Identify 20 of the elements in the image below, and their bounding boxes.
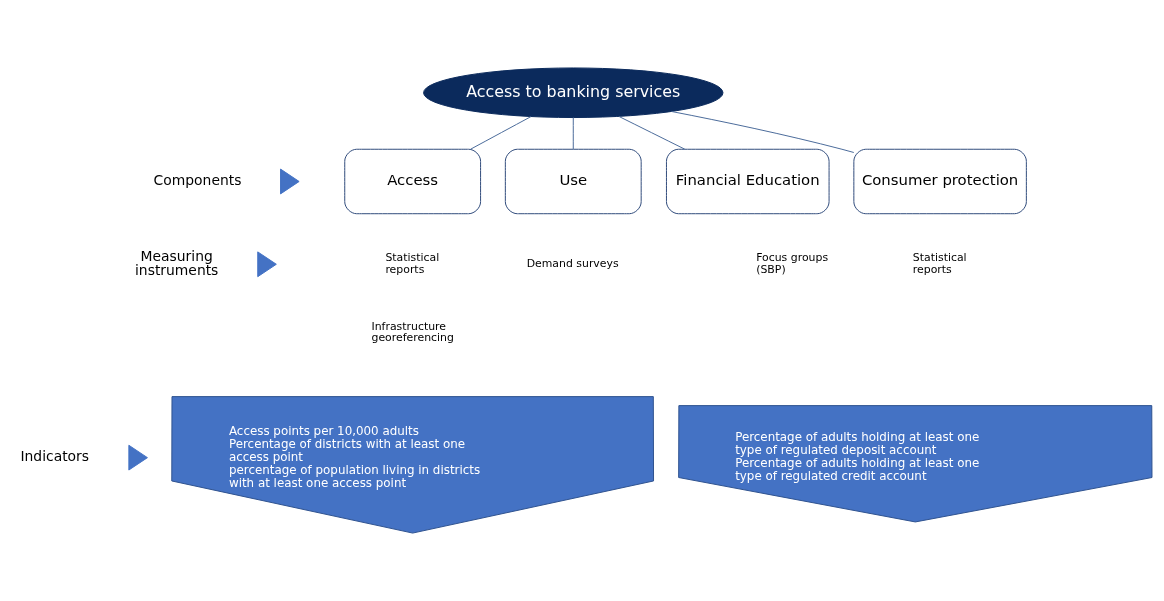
connector xyxy=(670,111,855,153)
node-box: Access xyxy=(344,148,482,215)
node-triangle xyxy=(280,168,300,195)
node-triangle xyxy=(128,444,148,471)
node-box: Use xyxy=(504,148,642,215)
label: Indicators xyxy=(20,448,90,465)
connector xyxy=(618,116,686,150)
node-box: Consumer protection xyxy=(853,148,1027,215)
label: Statistical reports xyxy=(385,251,440,276)
label: Demand surveys xyxy=(526,257,619,271)
connector xyxy=(470,116,532,150)
label: Infrastructure georeferencing xyxy=(371,319,454,345)
node-triangle xyxy=(257,251,277,278)
label: Components xyxy=(153,172,242,189)
connector xyxy=(572,117,574,150)
node-ellipse: Access to banking services xyxy=(423,67,724,119)
label: Measuring instruments xyxy=(135,247,219,279)
node-box: Financial Education xyxy=(665,148,830,215)
label: Statistical reports xyxy=(912,251,967,276)
label: Focus groups (SBP) xyxy=(756,251,829,276)
